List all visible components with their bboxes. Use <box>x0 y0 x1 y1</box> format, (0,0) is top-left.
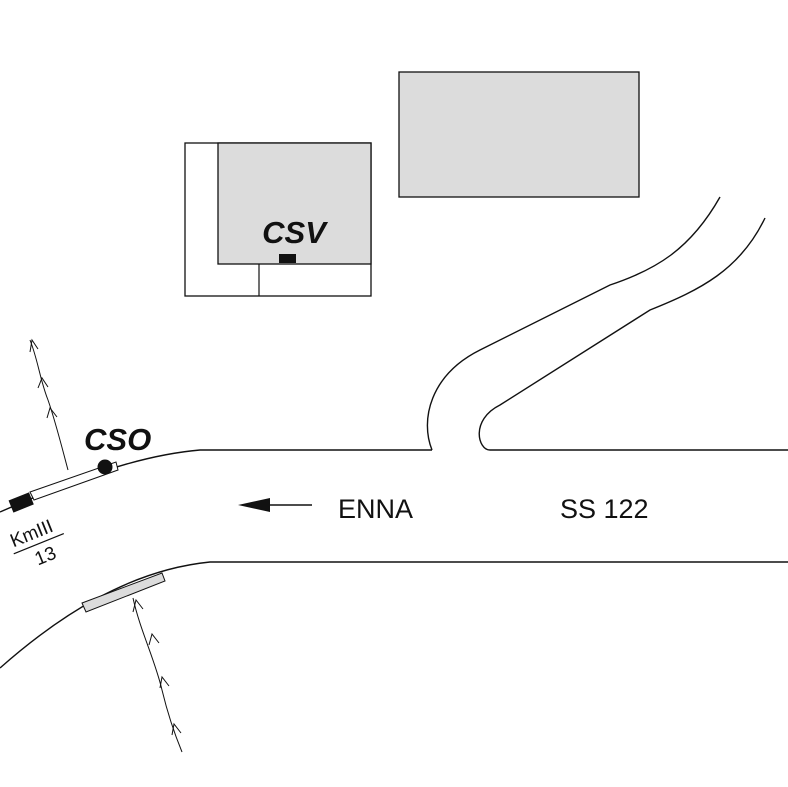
left-arrow-icon <box>238 498 312 512</box>
building-block-left <box>184 142 372 297</box>
cso-marker-icon <box>97 459 113 475</box>
barrier-lower <box>81 572 166 613</box>
road-name-label: SS 122 <box>560 494 649 524</box>
km-number-label: 13 <box>32 543 59 570</box>
barrier-upper <box>29 461 119 501</box>
csv-label: CSV <box>262 215 328 250</box>
csv-marker-icon <box>279 254 296 263</box>
direction-label: ENNA <box>338 494 413 524</box>
building-block-right <box>398 71 640 198</box>
stream-upper <box>29 338 69 471</box>
km-marker-icon <box>8 492 34 513</box>
stream-lower <box>132 597 183 753</box>
km-label-group: KmIII 13 <box>7 516 65 570</box>
cso-label: CSO <box>84 422 151 457</box>
